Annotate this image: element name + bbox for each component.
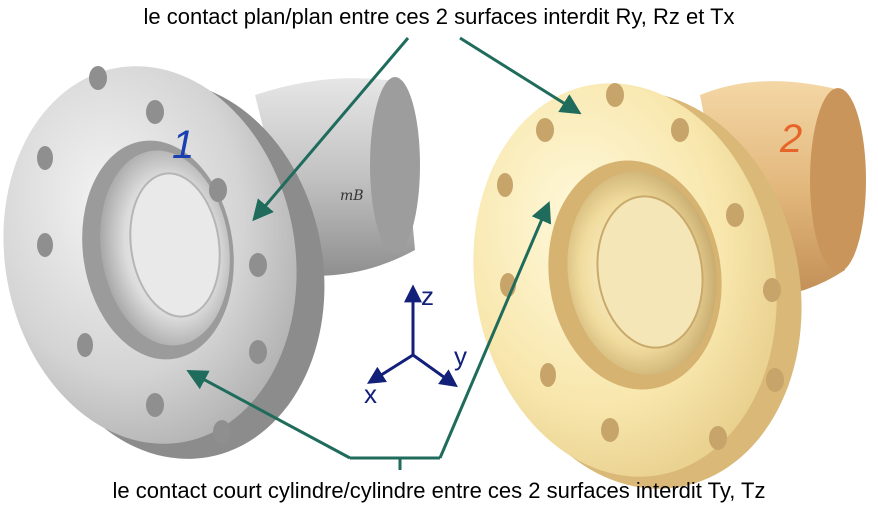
- part1-bolt-hole: [37, 233, 53, 257]
- part2-hub-end: [810, 88, 866, 272]
- part2-label: 2: [779, 117, 802, 161]
- part1-bolt-hole: [213, 420, 231, 444]
- part2-bolt-hole: [606, 83, 624, 107]
- part1-bolt-hole: [146, 393, 164, 417]
- part1-bolt-hole: [249, 340, 267, 364]
- axis-triad: z y x: [364, 281, 467, 409]
- part1-spline: [129, 172, 221, 318]
- part1-label: 1: [172, 123, 194, 167]
- part1-bolt-hole: [146, 100, 164, 124]
- arrow-to-part1-bore: [186, 370, 351, 460]
- x-axis: [366, 353, 414, 384]
- z-axis-label: z: [421, 281, 434, 311]
- y-axis: [412, 353, 458, 388]
- part2-bolt-hole: [536, 118, 554, 142]
- part1-bolt-hole: [77, 333, 93, 357]
- part2-bolt-hole: [540, 363, 556, 387]
- arrow-to-part1-face: [252, 37, 410, 222]
- top-arrows: [252, 36, 582, 222]
- part2-bolt-hole: [766, 368, 784, 392]
- part2-bolt-hole: [601, 418, 619, 442]
- part1-bolt-hole: [89, 66, 107, 90]
- part2-bolt-hole: [497, 173, 513, 197]
- part2-bolt-hole: [726, 203, 744, 227]
- y-axis-label: y: [454, 341, 467, 371]
- part1-bolt-hole: [37, 146, 53, 170]
- part-1: [3, 66, 420, 459]
- top-caption: le contact plan/plan entre ces 2 surface…: [143, 4, 735, 29]
- part2-bolt-hole: [671, 118, 689, 142]
- part-2: [473, 81, 866, 489]
- bottom-caption: le contact court cylindre/cylindre entre…: [112, 478, 766, 503]
- x-axis-label: x: [364, 379, 377, 409]
- part2-bolt-hole: [763, 278, 781, 302]
- arrow-to-part2-face: [459, 36, 582, 115]
- part1-hub-end: [370, 77, 420, 253]
- arrow-to-part2-bore: [438, 201, 552, 459]
- part2-spline: [596, 195, 704, 349]
- part1-bolt-hole: [209, 178, 227, 202]
- part2-bolt-hole: [709, 426, 727, 450]
- part1-bolt-hole: [249, 253, 267, 277]
- bottom-arrows: [186, 201, 552, 470]
- signature-mark: mB: [340, 188, 364, 204]
